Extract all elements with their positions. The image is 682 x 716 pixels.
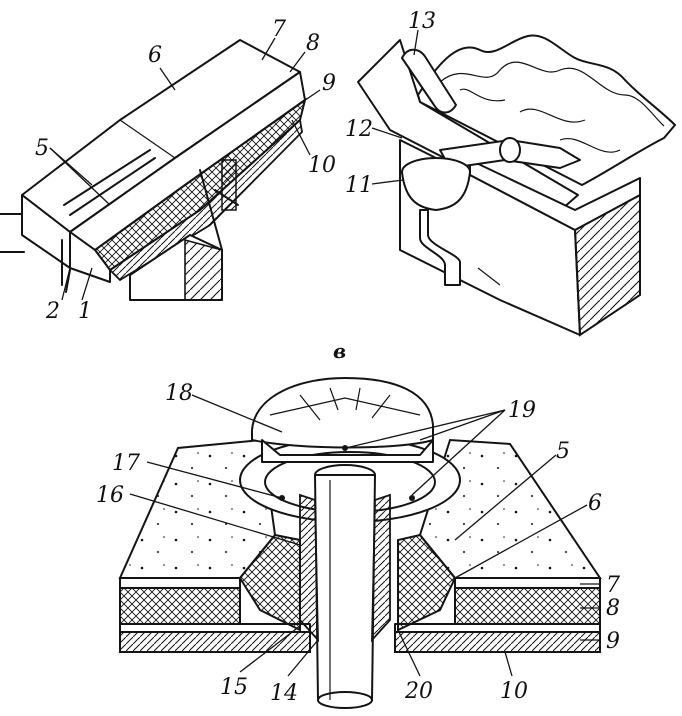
callout-7: 7: [272, 17, 286, 42]
roof-slope: [357, 39, 579, 216]
callout-17: 17: [112, 451, 140, 476]
callout-12: 12: [345, 117, 373, 142]
callout-9: 9: [322, 71, 336, 96]
insulation-right: [454, 587, 601, 625]
callout-11: 11: [345, 173, 373, 198]
callout-7b: 7: [606, 573, 620, 598]
callout-6: 6: [148, 43, 162, 68]
deck-right: [394, 631, 601, 653]
callout-8b: 8: [606, 596, 620, 621]
callout-8: 8: [306, 31, 320, 56]
callout-15: 15: [220, 675, 248, 700]
deck-layer: [108, 118, 303, 282]
callout-5b: 5: [556, 439, 570, 464]
callout-10b: 10: [500, 679, 528, 704]
funnel-bowl: [401, 171, 471, 211]
leader-lines: [49, 29, 600, 677]
edge-strip: [69, 231, 111, 283]
callout-18: 18: [165, 381, 193, 406]
detail-eaves: [0, 39, 307, 301]
callout-19: 19: [508, 398, 536, 423]
gutter-roll: [401, 48, 457, 114]
callout-20: 20: [404, 679, 433, 704]
callout-1: 1: [78, 299, 92, 324]
callout-5: 5: [35, 136, 49, 161]
callout-6b: 6: [588, 491, 602, 516]
detail-roof-drain: [118, 377, 602, 709]
downpipe: [419, 209, 461, 286]
callout-10: 10: [308, 153, 336, 178]
callout-labels: 6 7 8 9 10 5 2 1 13 12 11 в 18 19 17 16 …: [35, 9, 620, 706]
grate-cap: [251, 377, 434, 449]
callout-13: 13: [408, 9, 436, 34]
callout-16: 16: [96, 483, 124, 508]
callout-9b: 9: [606, 629, 620, 654]
detail-gutter: [357, 34, 676, 337]
panel-label: в: [333, 339, 346, 363]
callout-14: 14: [270, 681, 298, 706]
callout-2: 2: [45, 299, 60, 324]
corrugated-sheet: [417, 34, 676, 186]
deck-left: [119, 631, 311, 653]
insulation-left: [119, 587, 241, 625]
drain-pipe: [314, 474, 376, 701]
